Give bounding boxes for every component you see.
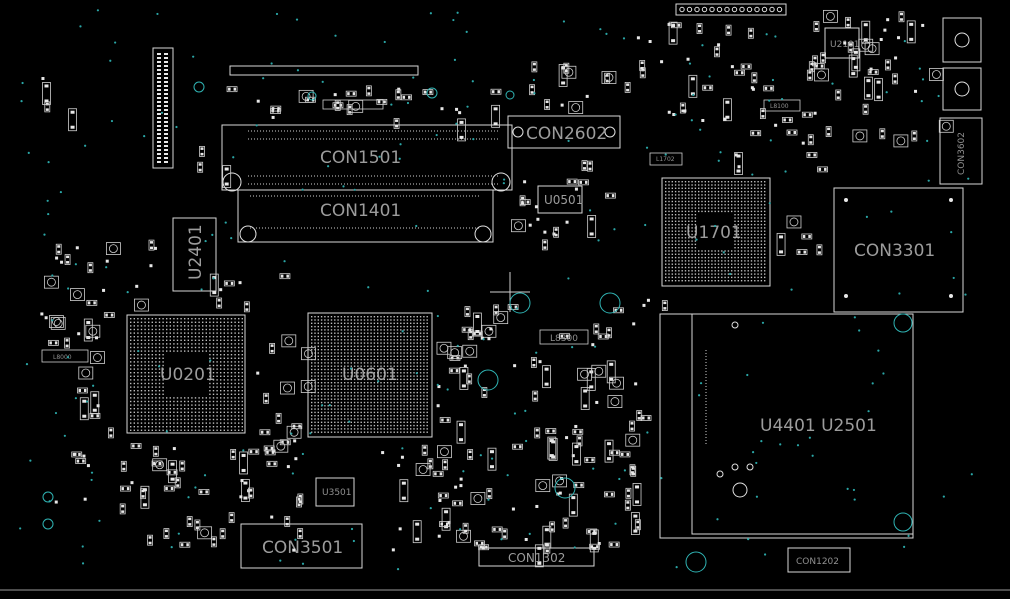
connector-con3602[interactable]: CON3602	[939, 117, 983, 185]
chip-u0501[interactable]: U0501	[537, 185, 583, 214]
connector-con3501[interactable]: CON3501	[240, 523, 363, 569]
l1702-label: L1702	[656, 156, 675, 163]
chip-u1701[interactable]: U1701	[661, 177, 771, 287]
inductor-l1702[interactable]: L1702	[649, 152, 683, 166]
connector-con2602[interactable]: CON2602	[507, 115, 621, 149]
connector-con1202[interactable]: CON1202	[787, 547, 851, 573]
header-top-left[interactable]	[229, 65, 419, 76]
u4401-u2501-label: U4401 U2501	[760, 416, 877, 436]
con1401-label: CON1401	[320, 201, 401, 221]
con1302-label: CON1302	[508, 551, 565, 565]
u1701-label: U1701	[686, 223, 742, 243]
connector-top-right-a[interactable]	[942, 17, 982, 63]
con3301-label: CON3301	[854, 241, 935, 261]
con3602-label: CON3602	[957, 132, 967, 175]
con3501-label: CON3501	[262, 538, 343, 558]
connector-top-right-b[interactable]	[942, 67, 982, 111]
connector-con3301[interactable]: CON3301	[833, 187, 964, 313]
u3501-label: U3501	[322, 488, 352, 498]
con1501-label: CON1501	[320, 148, 401, 168]
header-left-vertical[interactable]	[152, 47, 174, 169]
inductor-l8000[interactable]: L8000	[41, 349, 89, 363]
l8000-label: L8000	[53, 354, 72, 361]
chip-u4401-u2501[interactable]: U4401 U2501	[659, 313, 914, 539]
chip-u3501[interactable]: U3501	[315, 477, 355, 507]
chip-u0201[interactable]: U0201	[126, 314, 246, 434]
chip-u0601[interactable]: U0601	[307, 312, 433, 438]
connector-con1501[interactable]: CON1501	[221, 124, 513, 192]
chip-u2401[interactable]: U2401	[172, 217, 217, 292]
header-top[interactable]	[675, 3, 787, 16]
l8100-label: L8100	[770, 103, 789, 110]
inductor-l8300[interactable]: L8300	[539, 329, 589, 345]
header-con1501-side[interactable]	[322, 99, 384, 110]
con2602-label: CON2602	[526, 124, 607, 144]
u0201-label: U0201	[160, 365, 216, 385]
vias	[19, 9, 973, 573]
con1202-label: CON1202	[796, 557, 839, 567]
connector-con1302[interactable]: CON1302	[478, 547, 595, 567]
small-components	[40, 9, 954, 568]
connector-con1401[interactable]: CON1401	[237, 189, 494, 243]
u0501-label: U0501	[544, 193, 583, 207]
u2401-label: U2401	[186, 224, 206, 280]
u2101-label: U2101	[830, 40, 860, 50]
